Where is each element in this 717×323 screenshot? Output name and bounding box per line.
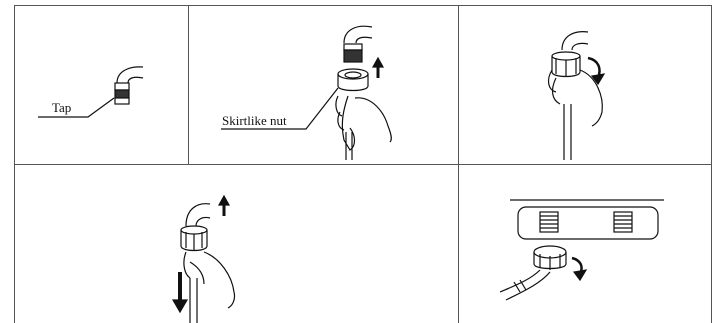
inlet-valve-icon bbox=[540, 212, 558, 232]
up-arrow-icon bbox=[219, 196, 229, 216]
down-arrow-icon bbox=[173, 272, 187, 312]
hand-icon bbox=[184, 252, 235, 308]
tap-label: Tap bbox=[52, 100, 71, 115]
up-arrow-icon bbox=[373, 58, 383, 78]
inlet-plate bbox=[518, 207, 658, 239]
panel-tighten-nut bbox=[549, 32, 604, 160]
tap-spout-icon bbox=[562, 32, 588, 50]
inlet-valve-icon bbox=[614, 212, 632, 232]
hose-icon bbox=[190, 278, 197, 323]
tap-spout-icon bbox=[115, 67, 143, 104]
skirtlike-nut-icon bbox=[338, 69, 368, 91]
skirtlike-nut-icon bbox=[181, 226, 207, 251]
rotate-arrow-icon bbox=[572, 258, 586, 280]
hose-icon bbox=[564, 104, 571, 160]
hose-icon bbox=[346, 132, 352, 160]
tap-spout-icon bbox=[344, 26, 372, 62]
panel-pull-nut bbox=[173, 196, 235, 323]
rotate-arrow-icon bbox=[588, 58, 604, 84]
panel-skirtlike-nut bbox=[221, 26, 391, 160]
hose-connector-icon bbox=[534, 246, 566, 270]
panel-grid bbox=[15, 5, 712, 323]
skirtlike-nut-icon bbox=[552, 52, 580, 77]
hose-icon bbox=[500, 270, 550, 300]
tap-leader-line bbox=[38, 98, 114, 117]
hand-icon bbox=[336, 96, 391, 150]
panel-connect-inlet bbox=[500, 200, 664, 300]
skirtlike-nut-label: Skirtlike nut bbox=[222, 113, 287, 128]
tap-spout-icon bbox=[186, 204, 210, 226]
